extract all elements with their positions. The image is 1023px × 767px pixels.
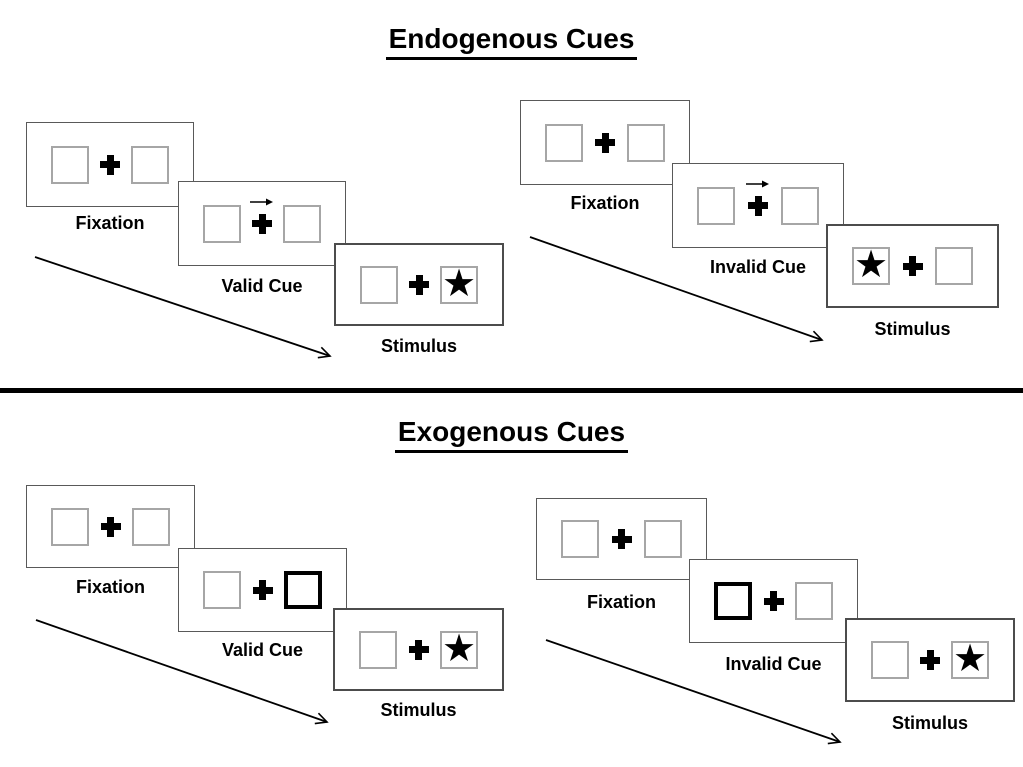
panel-label-cue: Invalid Cue	[725, 654, 822, 674]
fixation-cross-icon	[252, 580, 273, 600]
panel-label-fixation: Fixation	[75, 577, 145, 597]
star-stimulus-icon: ★	[441, 625, 477, 670]
fixation-cross-icon	[746, 180, 769, 216]
right-box	[935, 247, 973, 285]
panel-fixation	[26, 122, 194, 207]
right-box	[781, 186, 819, 225]
left-box	[545, 123, 583, 162]
right-box	[131, 145, 169, 184]
fixation-cross-icon	[250, 198, 273, 234]
left-box-highlighted-cue	[714, 582, 752, 620]
fixation-cross-icon	[763, 591, 784, 611]
panel-label-fixation: Fixation	[586, 592, 656, 612]
left-box-with-star: ★	[852, 242, 890, 286]
panel-stimulus: ★	[334, 243, 504, 326]
left-box	[697, 186, 735, 225]
section-title-exogenous: Exogenous Cues	[0, 416, 1023, 453]
panel-fixation	[520, 100, 690, 185]
cue-arrow-right-icon	[746, 180, 769, 187]
left-box	[51, 145, 89, 184]
panel-label-cue: Valid Cue	[221, 276, 303, 296]
right-box	[644, 520, 682, 558]
cue-arrow-right-icon	[250, 198, 273, 205]
fixation-cross-icon	[595, 132, 615, 153]
left-box	[203, 204, 241, 243]
left-box	[51, 507, 89, 546]
fixation-cross-icon	[611, 529, 632, 549]
panel-label-cue: Valid Cue	[221, 640, 304, 660]
right-box	[283, 204, 321, 243]
section-title-endogenous: Endogenous Cues	[0, 23, 1023, 60]
panel-stimulus: ★	[845, 618, 1015, 702]
panel-fixation	[26, 485, 195, 568]
right-box-highlighted-cue	[284, 571, 322, 609]
fixation-cross-icon	[902, 256, 923, 276]
panel-label-stimulus: Stimulus	[874, 319, 951, 339]
panel-label-stimulus: Stimulus	[380, 700, 457, 720]
sequence-arrow-icon	[34, 256, 332, 359]
section-title-text: Exogenous Cues	[394, 416, 629, 453]
right-box-with-star: ★	[951, 636, 989, 680]
left-box	[203, 571, 241, 609]
panel-valid-cue	[178, 548, 347, 632]
right-box	[132, 507, 170, 546]
fixation-cross-icon	[408, 639, 429, 660]
panel-label-stimulus: Stimulus	[891, 713, 968, 733]
left-box	[561, 520, 599, 558]
star-stimulus-icon: ★	[441, 260, 477, 305]
fixation-cross-icon	[409, 274, 429, 295]
panel-label-stimulus: Stimulus	[380, 336, 457, 356]
panel-invalid-cue	[689, 559, 858, 643]
fixation-cross-icon	[920, 650, 940, 670]
panel-invalid-cue	[672, 163, 844, 248]
section-divider	[0, 388, 1023, 393]
panel-label-fixation: Fixation	[75, 213, 145, 233]
left-box	[360, 265, 398, 304]
fixation-cross-icon	[100, 516, 121, 537]
panel-fixation	[536, 498, 707, 580]
panel-label-fixation: Fixation	[570, 193, 640, 213]
sequence-arrow-icon	[529, 236, 824, 343]
right-box	[627, 123, 665, 162]
left-box	[871, 641, 909, 679]
sequence-arrow-icon	[545, 639, 842, 745]
section-title-text: Endogenous Cues	[385, 23, 638, 60]
fixation-cross-icon	[100, 154, 120, 175]
star-stimulus-icon: ★	[952, 636, 988, 680]
right-box	[795, 582, 833, 620]
panel-stimulus: ★	[333, 608, 504, 691]
panel-label-cue: Invalid Cue	[709, 257, 807, 277]
left-box	[359, 630, 397, 669]
right-box-with-star: ★	[440, 260, 478, 305]
sequence-arrow-icon	[35, 619, 329, 725]
panel-stimulus: ★	[826, 224, 999, 308]
right-box-with-star: ★	[440, 625, 478, 670]
panel-valid-cue	[178, 181, 346, 266]
star-stimulus-icon: ★	[853, 242, 889, 286]
